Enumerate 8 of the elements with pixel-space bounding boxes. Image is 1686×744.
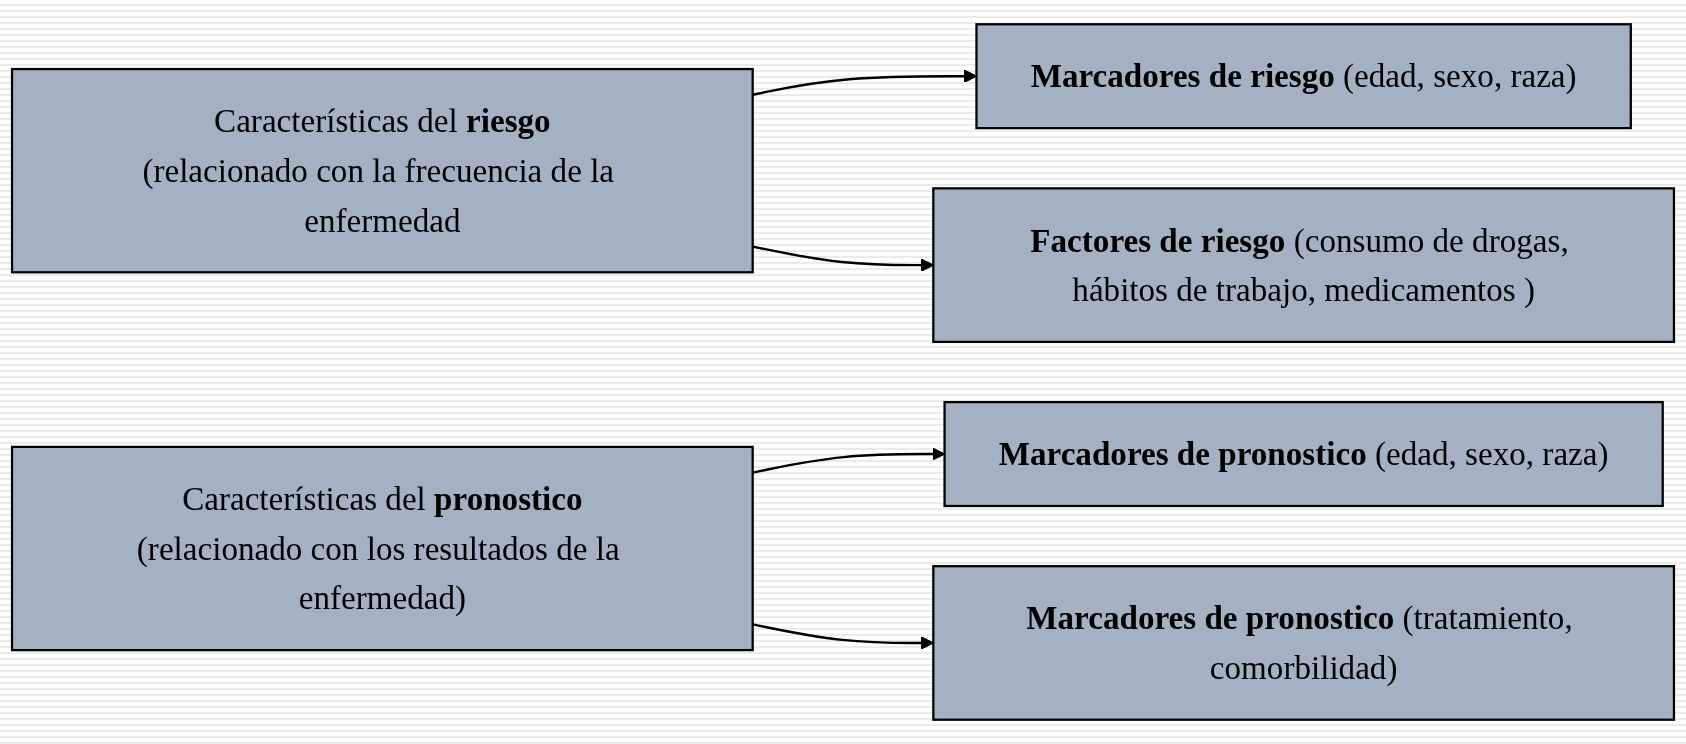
- node-box: Factores de riesgo (consumo de drogas, hábitos de trabajo, medicamentos ): [932, 187, 1676, 343]
- arrow: [752, 623, 934, 650]
- node-box: Marcadores de riesgo (edad, sexo, raza): [975, 23, 1632, 130]
- node-box: Características del pronostico (relacionado con los resultados de la enfermedad): [10, 445, 754, 652]
- node-box: Características del riesgo (relacionado con la frecuencia de la enfermedad: [10, 67, 754, 274]
- node-box: Marcadores de pronostico (edad, sexo, raza): [943, 401, 1664, 508]
- node-box: Marcadores de pronostico (tratamiento, comorbilidad): [932, 565, 1676, 721]
- arrow: [752, 245, 934, 272]
